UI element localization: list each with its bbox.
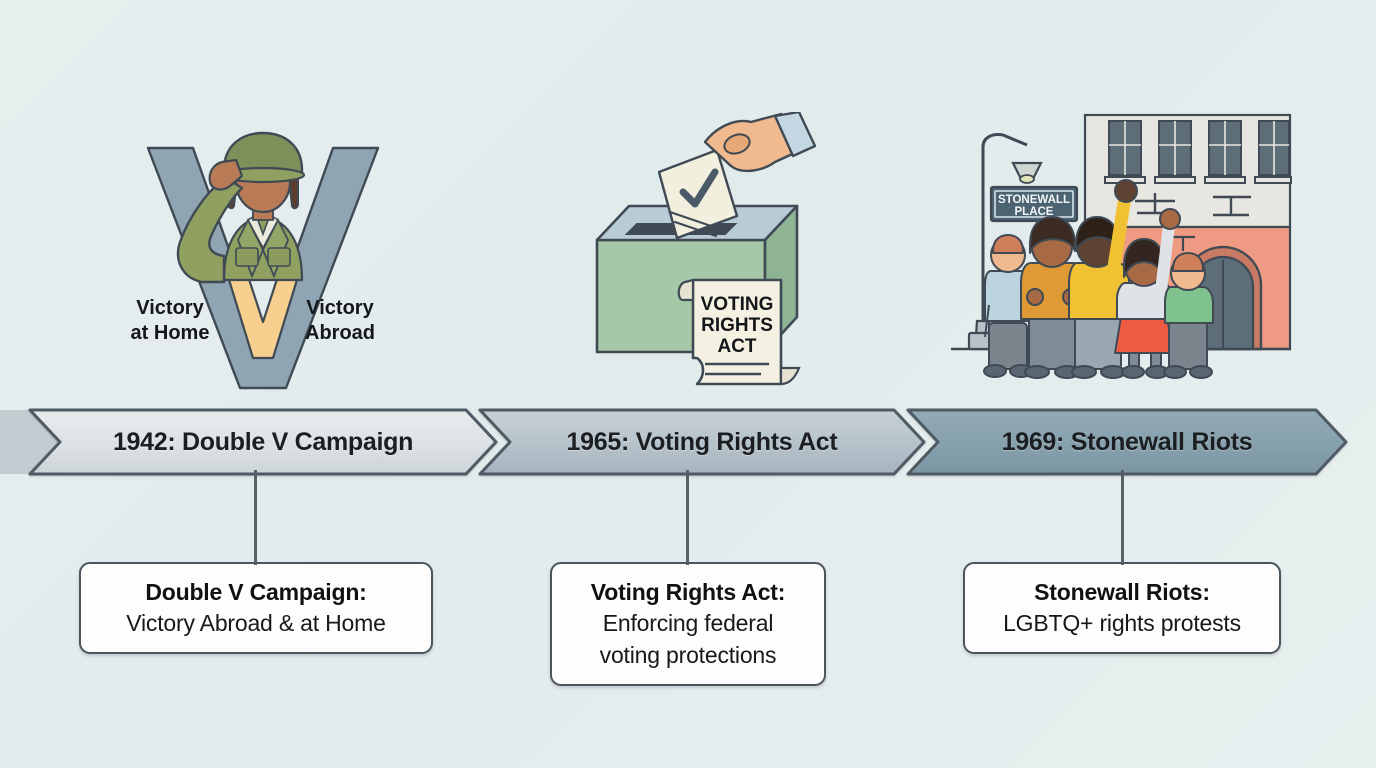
timeline-chevron-1965-label: 1965: Voting Rights Act [566,427,838,456]
street-sign-line1: STONEWALL [998,194,1070,206]
illustrations-row: Victory at Home Victory Abroad [118,105,1295,397]
caption-right-line1: Victory [306,297,374,319]
caption-left-line2: at Home [130,322,210,344]
timeline-chevron-1965[interactable]: 1965: Voting Rights Act [478,406,926,478]
description-body-stonewall-riots: LGBTQ+ rights protests [1003,609,1241,636]
description-title-stonewall-riots: Stonewall Riots: [1034,578,1210,605]
timeline-band: 1942: Double V Campaign 1965: Voting Rig… [0,406,1376,478]
double-v-caption-right: Victory Abroad [288,296,392,346]
timeline-chevron-1942[interactable]: 1942: Double V Campaign [28,406,498,478]
connector-line-1 [254,470,257,565]
stonewall-protest-icon: STONEWALL PLACE [945,105,1295,397]
description-body-voting-rights-act-line2: voting protections [599,641,777,668]
description-body-voting-rights-act-line1: Enforcing federal [602,609,774,636]
double-v-caption-left: Victory at Home [118,296,222,346]
voting-act-doc-line2: RIGHTS [701,315,773,336]
description-box-stonewall-riots[interactable]: Stonewall Riots: LGBTQ+ rights protests [963,562,1281,654]
caption-right-line2: Abroad [305,322,375,344]
timeline-chevron-1942-label: 1942: Double V Campaign [112,427,414,456]
connector-line-2 [686,470,689,565]
voting-act-doc-line3: ACT [717,336,756,357]
connector-line-3 [1121,470,1124,565]
street-sign-line2: PLACE [1015,206,1054,218]
description-title-voting-rights-act: Voting Rights Act: [590,578,786,605]
description-box-voting-rights-act[interactable]: Voting Rights Act: Enforcing federal vot… [550,562,826,686]
description-title-double-v: Double V Campaign: [145,578,367,605]
voting-act-doc-line1: VOTING [701,294,774,315]
ballot-box-icon: VOTING RIGHTS ACT [585,110,820,397]
description-box-double-v[interactable]: Double V Campaign: Victory Abroad & at H… [79,562,433,654]
timeline-chevron-1969[interactable]: 1969: Stonewall Riots [906,406,1348,478]
description-body-double-v: Victory Abroad & at Home [126,609,386,636]
caption-left-line1: Victory [136,297,204,319]
double-v-salute-icon [118,130,408,395]
timeline-chevron-1969-label: 1969: Stonewall Riots [1001,427,1253,456]
